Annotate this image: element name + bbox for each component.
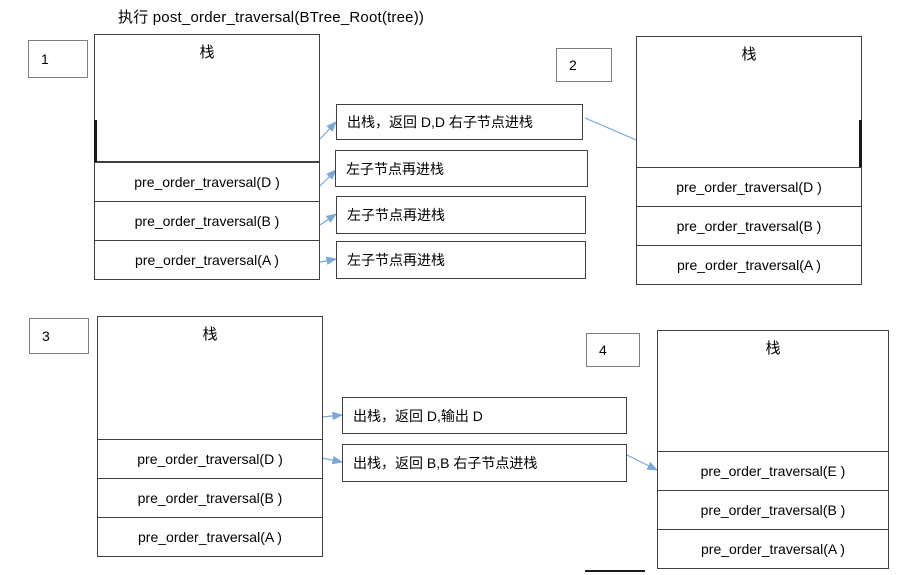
stack-panel-2: 栈 pre_order_traversal(D ) pre_order_trav…: [636, 36, 862, 285]
stack-row-label: pre_order_traversal(A ): [701, 541, 845, 557]
stack-header: 栈: [94, 34, 320, 162]
stack-header: 栈: [636, 36, 862, 168]
note-label: 出栈，返回 D,D 右子节点进栈: [347, 114, 533, 130]
stack-header-label: 栈: [202, 326, 218, 343]
stack-row: pre_order_traversal(D ): [636, 167, 862, 207]
stack-panel-1: 栈 pre_order_traversal(D ) pre_order_trav…: [94, 34, 320, 280]
note-label: 左子节点再进栈: [346, 160, 444, 177]
stack-row-label: pre_order_traversal(A ): [135, 252, 279, 268]
stack-row: pre_order_traversal(B ): [97, 478, 323, 518]
stack-row: pre_order_traversal(B ): [94, 201, 320, 241]
stack-header: 栈: [97, 316, 323, 440]
stack-row-label: pre_order_traversal(B ): [137, 490, 283, 506]
panel-number-4: 4: [586, 333, 640, 367]
stack-row-label: pre_order_traversal(B ): [700, 502, 846, 518]
stack-panel-4: 栈 pre_order_traversal(E ) pre_order_trav…: [657, 330, 889, 569]
note-label: 左子节点再进栈: [347, 207, 445, 223]
panel-number-3: 3: [29, 318, 89, 354]
panel-number-2: 2: [556, 48, 612, 82]
stack-header-label: 栈: [199, 44, 215, 61]
stack-row-label: pre_order_traversal(B ): [134, 213, 280, 229]
stack-row: pre_order_traversal(A ): [94, 240, 320, 280]
stack-row-label: pre_order_traversal(D ): [137, 451, 283, 467]
clipped-box: [585, 570, 645, 575]
stack-left-accent: [94, 120, 97, 182]
stack-row: pre_order_traversal(D ): [94, 162, 320, 202]
stack-row-label: pre_order_traversal(A ): [138, 529, 282, 545]
note-label: 左子节点再进栈: [347, 252, 445, 268]
stack-right-accent: [859, 120, 862, 184]
stack-row: pre_order_traversal(B ): [636, 206, 862, 246]
note-label: 出栈，返回 B,B 右子节点进栈: [353, 455, 538, 471]
stack-row: pre_order_traversal(D ): [97, 439, 323, 479]
stack-header-label: 栈: [765, 340, 781, 357]
panel-number-1: 1: [28, 40, 88, 78]
panel-number-label: 1: [41, 51, 49, 67]
note-box: 出栈，返回 B,B 右子节点进栈: [342, 444, 627, 482]
note-box: 出栈，返回 D,输出 D: [342, 397, 627, 434]
stack-row-label: pre_order_traversal(E ): [700, 463, 846, 479]
stack-row: pre_order_traversal(A ): [657, 529, 889, 569]
stack-row: pre_order_traversal(A ): [97, 517, 323, 557]
stack-row: pre_order_traversal(B ): [657, 490, 889, 530]
panel-number-label: 3: [42, 328, 50, 344]
stack-row-label: pre_order_traversal(A ): [677, 257, 821, 273]
stack-header-label: 栈: [741, 46, 757, 63]
page-title: 执行 post_order_traversal(BTree_Root(tree)…: [118, 9, 425, 26]
note-box: 左子节点再进栈: [336, 196, 586, 234]
stack-row-label: pre_order_traversal(D ): [676, 179, 822, 195]
note-box: 出栈，返回 D,D 右子节点进栈: [336, 104, 583, 140]
note-box: 左子节点再进栈: [335, 150, 588, 187]
note-box: 左子节点再进栈: [336, 241, 586, 279]
stack-row-label: pre_order_traversal(D ): [134, 174, 280, 190]
stack-row: pre_order_traversal(A ): [636, 245, 862, 285]
stack-row-label: pre_order_traversal(B ): [676, 218, 822, 234]
stack-row: pre_order_traversal(E ): [657, 451, 889, 491]
panel-number-label: 4: [599, 342, 607, 358]
stack-header: 栈: [657, 330, 889, 452]
note-label: 出栈，返回 D,输出 D: [353, 407, 483, 424]
stack-panel-3: 栈 pre_order_traversal(D ) pre_order_trav…: [97, 316, 323, 560]
panel-number-label: 2: [569, 57, 577, 73]
